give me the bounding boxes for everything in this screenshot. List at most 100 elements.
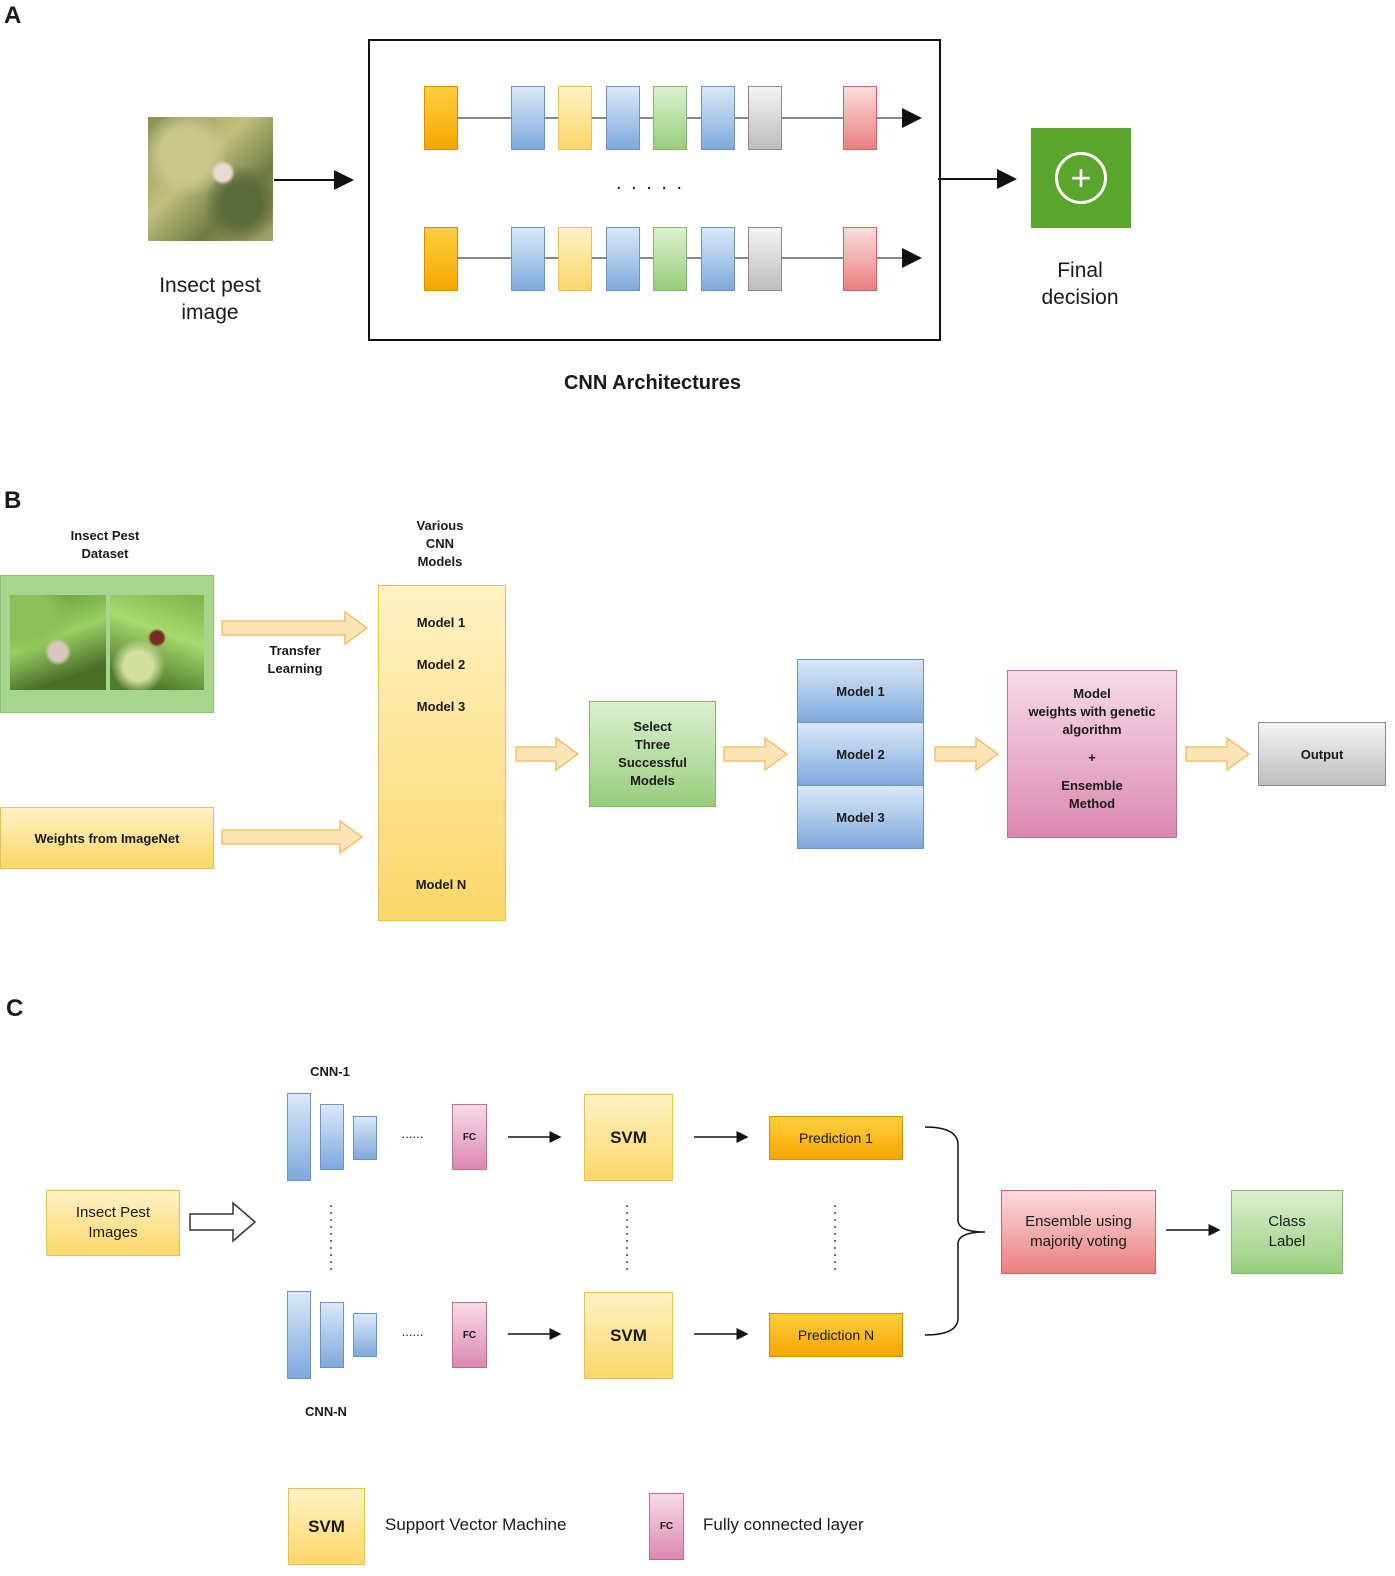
hollow-arrow-weights	[221, 819, 364, 855]
genetic-line-2: weights with genetic	[1028, 704, 1156, 719]
cnn-n-dots: ......	[401, 1324, 424, 1339]
model-2-label: Model 2	[416, 657, 466, 672]
model-3-label: Model 3	[416, 699, 466, 714]
dataset-title-line-2: Dataset	[81, 546, 129, 561]
genetic-line-3: algorithm	[1062, 722, 1122, 737]
fc-layer-top: FC	[452, 1104, 487, 1170]
layer-output-top	[843, 86, 877, 150]
layer-output-bottom	[843, 227, 877, 291]
selected-model-1: Model 1	[797, 659, 924, 723]
svm-box-top: SVM	[584, 1094, 673, 1181]
selected-model-3: Model 3	[797, 785, 924, 849]
ensemble-line-2: Method	[1068, 796, 1116, 811]
hollow-arrow-to-select	[515, 736, 580, 772]
ensemble-voting-line-1: Ensemble using	[1025, 1213, 1132, 1230]
legend-fc-text: Fully connected layer	[703, 1515, 864, 1534]
layer-input-bottom	[424, 227, 458, 291]
cnn-1-label: CNN-1	[310, 1064, 350, 1079]
panel-b-letter: B	[4, 487, 22, 514]
dataset-image-1	[10, 595, 106, 690]
curly-brace	[924, 1126, 986, 1336]
images-line-1: Insect Pest	[75, 1204, 151, 1221]
final-label-line-1: Final	[1057, 259, 1103, 282]
class-label-box: Class Label	[1231, 1190, 1343, 1274]
layer-pool-bottom-1	[558, 227, 592, 291]
cnn-n-label: CNN-N	[305, 1404, 347, 1419]
transfer-learning-label: Transfer Learning	[245, 642, 345, 678]
legend-fc-symbol: FC	[649, 1493, 684, 1560]
cnn-1-dots: ......	[401, 1126, 424, 1141]
panel-a-letter: A	[4, 2, 22, 29]
layer-conv-bottom-1	[511, 227, 545, 291]
various-line-3: Models	[417, 554, 463, 569]
ensemble-line-1: Ensemble	[1061, 778, 1123, 793]
plus-circle-icon: +	[1055, 152, 1107, 204]
layer-conv-bottom-3	[701, 227, 735, 291]
layer-pool-top-1	[558, 86, 592, 150]
various-line-1: Various	[416, 518, 464, 533]
input-label-line-1: Insect pest	[159, 274, 261, 297]
various-line-2: CNN	[425, 536, 455, 551]
layer-dense-top	[748, 86, 782, 150]
insect-pest-image	[148, 117, 273, 241]
layer-conv-bottom-2	[606, 227, 640, 291]
cnn-1-layer-2	[320, 1104, 344, 1170]
hollow-arrow-to-output	[1185, 736, 1251, 772]
class-label-line-1: Class	[1268, 1213, 1306, 1230]
various-cnn-title: Various CNN Models	[390, 517, 490, 571]
select-line-4: Models	[630, 773, 675, 788]
layer-input-top	[424, 86, 458, 150]
cnn-n-layer-3	[353, 1313, 377, 1357]
svm-box-bottom: SVM	[584, 1292, 673, 1379]
layer-conv-top-1	[511, 86, 545, 150]
pipeline-ellipsis: . . . . .	[615, 172, 684, 194]
layer-dense-bottom	[748, 227, 782, 291]
cnn-n-layer-1	[287, 1291, 311, 1379]
output-box: Output	[1258, 722, 1386, 786]
images-line-2: Images	[88, 1224, 138, 1241]
panel-b-arrows	[221, 610, 1251, 855]
genetic-plus: +	[1088, 750, 1096, 765]
cnn-n-layer-2	[320, 1302, 344, 1368]
fc-layer-bottom: FC	[452, 1302, 487, 1368]
class-label-line-2: Label	[1268, 1233, 1306, 1250]
insect-pest-images-box: Insect Pest Images	[46, 1190, 180, 1256]
select-three-models-box: Select Three Successful Models	[589, 701, 716, 807]
final-decision-box: +	[1031, 128, 1131, 228]
model-n-label: Model N	[415, 877, 467, 892]
prediction-n-box: Prediction N	[769, 1313, 903, 1357]
final-label-line-2: decision	[1041, 286, 1119, 309]
genetic-line-1: Model	[1073, 686, 1111, 701]
select-line-1: Select	[633, 719, 672, 734]
transfer-line-1: Transfer	[269, 643, 321, 658]
various-cnn-models-box	[378, 585, 506, 921]
prediction-1-box: Prediction 1	[769, 1116, 903, 1160]
hollow-arrow-transfer	[221, 610, 369, 646]
cnn-architectures-box	[368, 39, 941, 341]
ensemble-voting-line-2: majority voting	[1030, 1233, 1127, 1250]
legend-svm-text: Support Vector Machine	[385, 1515, 567, 1534]
legend-svm-symbol: SVM	[288, 1488, 365, 1565]
panel-c-letter: C	[6, 995, 24, 1022]
final-decision-label: Final decision	[1000, 257, 1160, 311]
selected-model-2: Model 2	[797, 722, 924, 786]
dataset-image-2	[110, 595, 204, 690]
cnn-1-layer-3	[353, 1116, 377, 1160]
layer-conv-top-3	[701, 86, 735, 150]
layer-conv-top-2	[606, 86, 640, 150]
cnn-architectures-caption: CNN Architectures	[563, 372, 742, 394]
hollow-arrow-images	[189, 1201, 257, 1243]
input-label-line-2: image	[181, 301, 239, 324]
model-1-label: Model 1	[416, 615, 466, 630]
select-line-2: Three	[634, 737, 671, 752]
dataset-title: Insect Pest Dataset	[40, 527, 170, 563]
select-line-3: Successful	[618, 755, 687, 770]
insect-pest-image-label: Insect pest image	[120, 272, 300, 326]
imagenet-weights-box: Weights from ImageNet	[0, 807, 214, 869]
hollow-arrow-to-three	[723, 736, 789, 772]
ensemble-voting-box: Ensemble using majority voting	[1001, 1190, 1156, 1274]
genetic-ensemble-box: Model weights with genetic algorithm + E…	[1007, 670, 1177, 838]
hollow-arrow-to-genetic	[934, 736, 1000, 772]
dataset-title-line-1: Insect Pest	[70, 528, 140, 543]
transfer-line-2: Learning	[267, 661, 323, 676]
